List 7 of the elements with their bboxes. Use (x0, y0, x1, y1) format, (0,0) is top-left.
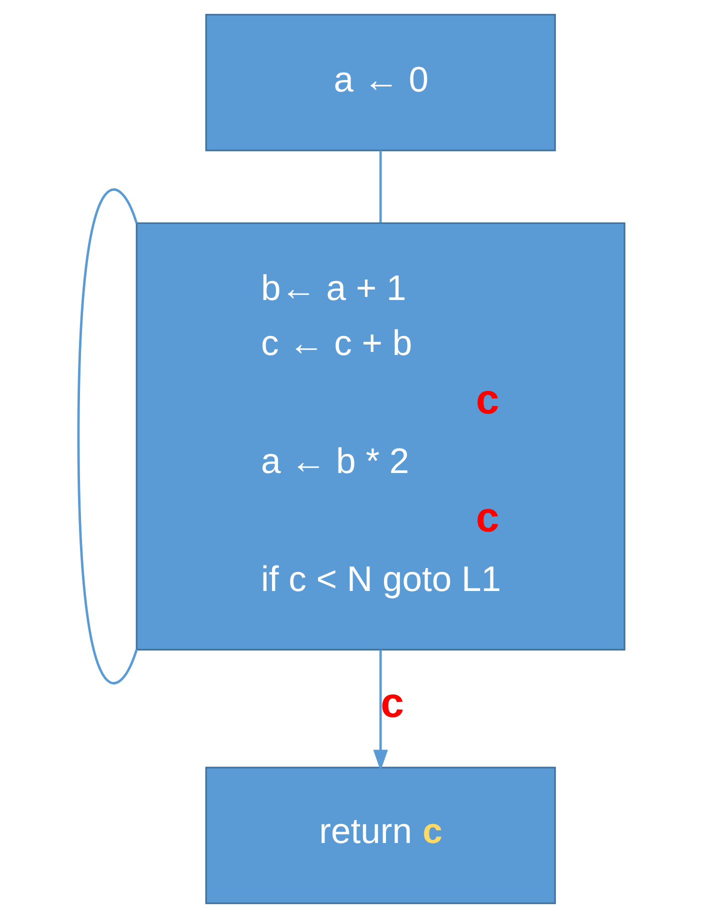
node-box: b← a + 1 c ← c + b c a ← b * 2 c if c < N goto L1 (135, 222, 625, 650)
edge-label: c (380, 679, 404, 726)
connector (76, 188, 138, 684)
connector (378, 150, 382, 222)
node-box: return c (204, 766, 556, 904)
arrow (372, 650, 388, 771)
node-box: a ← 0 (204, 14, 556, 152)
